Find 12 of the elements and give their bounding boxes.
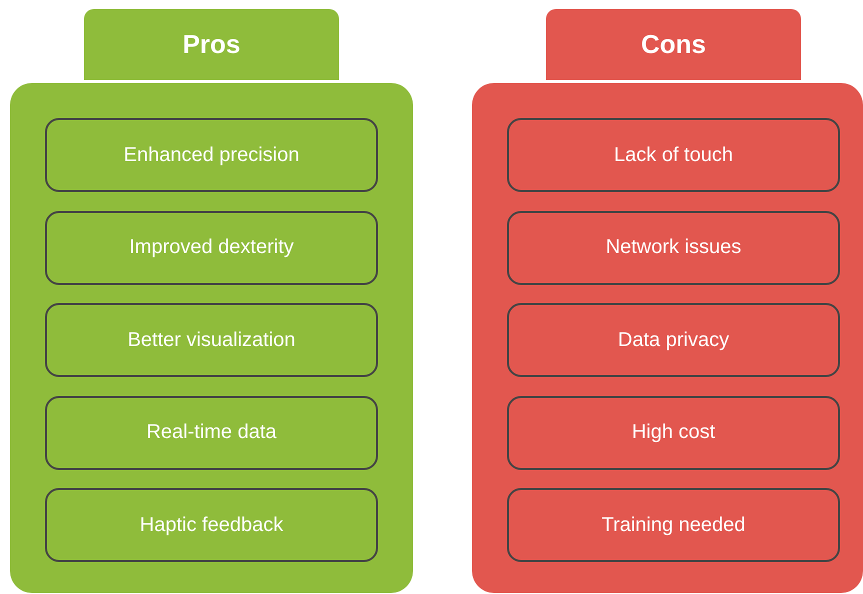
item-box: Haptic feedback: [45, 488, 378, 562]
item-box: High cost: [507, 396, 840, 470]
item-box: Better visualization: [45, 303, 378, 377]
item-box: Real-time data: [45, 396, 378, 470]
item-box: Data privacy: [507, 303, 840, 377]
header-tab: Cons: [546, 9, 801, 80]
header-tab: Pros: [84, 9, 339, 80]
item-box: Enhanced precision: [45, 118, 378, 192]
item-box: Training needed: [507, 488, 840, 562]
item-box: Lack of touch: [507, 118, 840, 192]
item-box: Improved dexterity: [45, 210, 378, 284]
item-box: Network issues: [507, 210, 840, 284]
